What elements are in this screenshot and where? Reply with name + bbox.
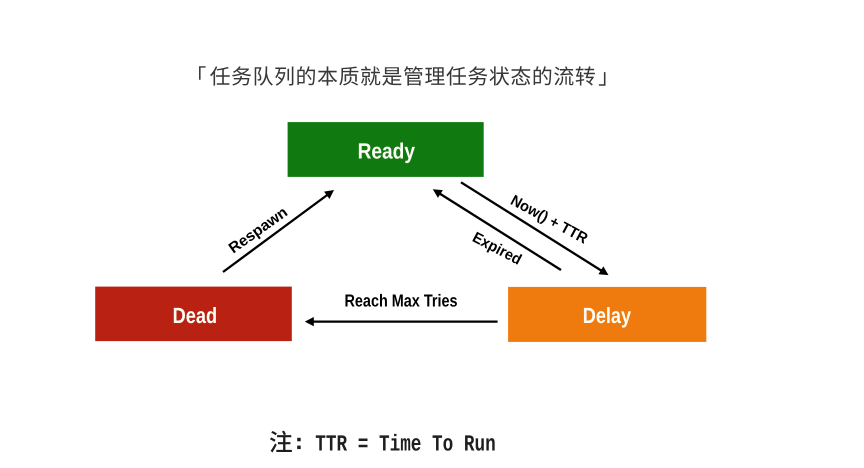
svg-text:Delay: Delay — [583, 303, 632, 328]
svg-text:TTR = Time To Run: TTR = Time To Run — [315, 432, 495, 458]
svg-text:Expired: Expired — [469, 229, 524, 269]
svg-text:Reach Max Tries: Reach Max Tries — [345, 291, 458, 311]
svg-text:Ready: Ready — [358, 138, 416, 163]
svg-text:Dead: Dead — [173, 303, 218, 328]
